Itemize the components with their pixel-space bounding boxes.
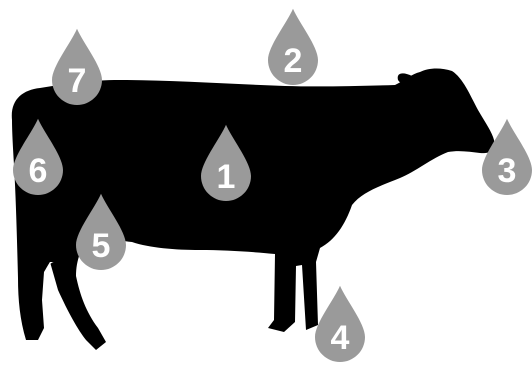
marker-label: 6: [29, 152, 48, 190]
marker-2: 2: [268, 9, 318, 85]
marker-label: 4: [331, 319, 350, 357]
marker-label: 5: [92, 227, 111, 265]
marker-label: 7: [68, 62, 87, 100]
marker-label: 2: [284, 42, 303, 80]
marker-label: 3: [498, 152, 517, 190]
marker-label: 1: [217, 158, 236, 196]
cow-body: [12, 68, 495, 350]
marker-7: 7: [52, 29, 102, 105]
cow-silhouette: [12, 68, 495, 350]
marker-4: 4: [315, 286, 365, 362]
